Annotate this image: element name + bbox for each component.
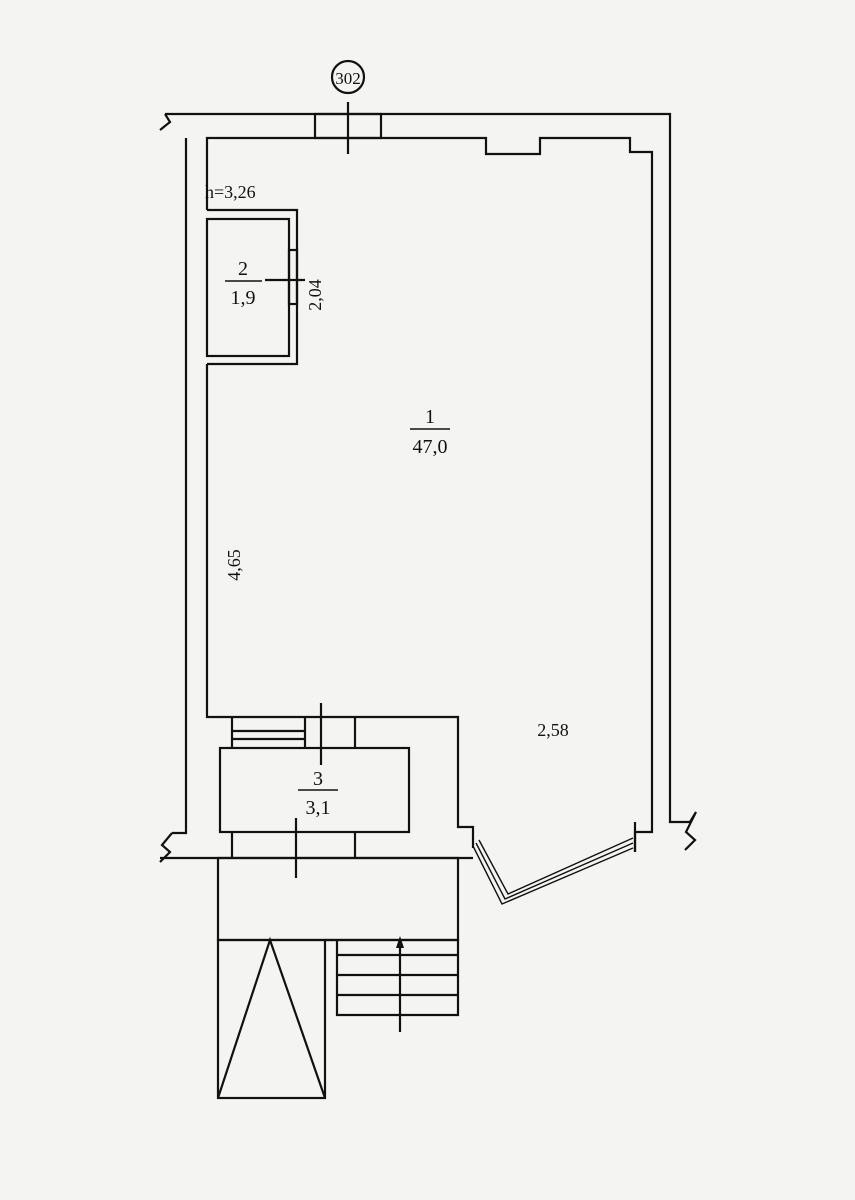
ceiling-height-label: h=3,26: [205, 182, 256, 202]
room-2-number: 2: [238, 258, 248, 280]
room-3-number: 3: [313, 768, 323, 790]
room-1-number: 1: [425, 406, 435, 428]
room-1-area: 47,0: [413, 436, 448, 458]
left-wall-dimension: 4,65: [224, 549, 244, 581]
right-side-dimension: 2,58: [537, 720, 569, 740]
bay-window: [472, 837, 634, 905]
room-2-closet: [205, 208, 305, 366]
closet-width-dimension: 2,04: [305, 279, 325, 311]
exterior-walls: [159, 112, 697, 863]
room-3-vestibule: [218, 703, 411, 878]
entrance-stairs: [216, 856, 460, 1100]
room-3-area: 3,1: [306, 797, 331, 819]
room-1-walls: [205, 136, 654, 852]
room-2-area: 1,9: [231, 287, 256, 309]
axis-marker-label: 302: [335, 69, 361, 88]
axis-marker: 302: [330, 59, 366, 154]
